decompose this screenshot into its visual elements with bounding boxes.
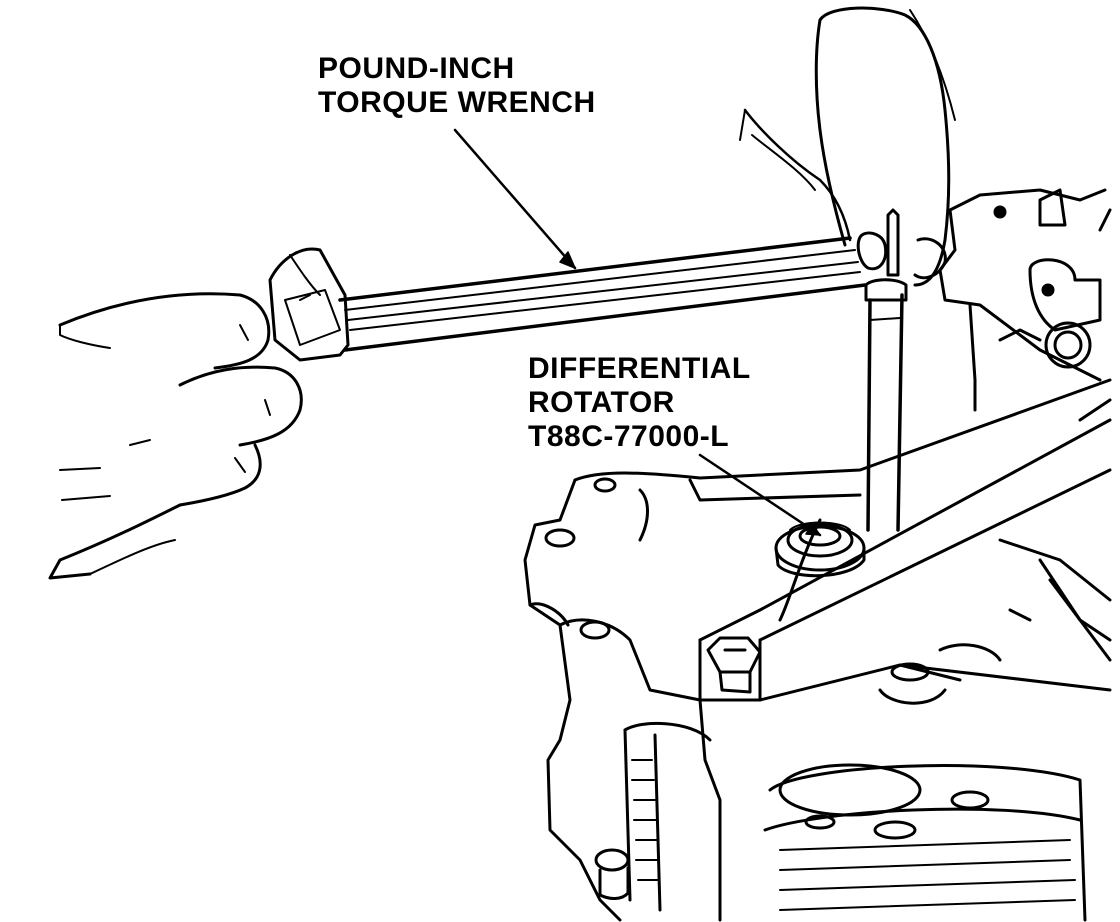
differential-rotator-part-number: T88C-77000-L bbox=[528, 420, 730, 453]
differential-rotator-label: DIFFERENTIAL ROTATOR T88C-77000-L bbox=[528, 352, 751, 454]
torque-wrench-label-line-1: POUND-INCH bbox=[318, 52, 515, 85]
differential-rotator-label-line-2: ROTATOR bbox=[528, 386, 675, 419]
torque-wrench-label: POUND-INCH TORQUE WRENCH bbox=[318, 52, 596, 120]
callout-leader-wrench bbox=[453, 128, 577, 270]
callout-leader-rotator bbox=[698, 453, 822, 537]
differential-rotator-label-line-1: DIFFERENTIAL bbox=[528, 352, 751, 385]
right-hand bbox=[739, 6, 956, 287]
pound-inch-torque-wrench bbox=[268, 236, 867, 362]
left-hand bbox=[48, 292, 311, 580]
torque-wrench-label-line-2: TORQUE WRENCH bbox=[318, 86, 596, 119]
differential-rotator-tool bbox=[774, 278, 908, 578]
